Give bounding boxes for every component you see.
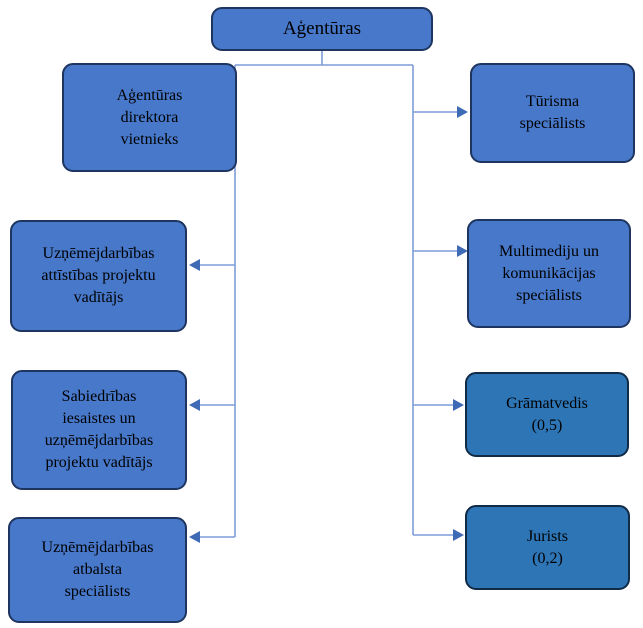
arrow-left-icon — [189, 259, 200, 271]
box-label: Uzņēmējdarbības attīstības projektu vadī… — [41, 245, 156, 306]
box-tourism-specialist: Tūrisma speciālists — [470, 63, 635, 163]
box-label: Jurists (0,2) — [527, 527, 568, 567]
box-label: Uzņēmējdarbības atbalsta speciālists — [41, 539, 154, 600]
box-multimedia-communications-specialist: Multimediju un komunikācijas speciālists — [467, 219, 631, 328]
box-label: Sabiedrības iesaistes un uzņēmējdarbības… — [44, 388, 154, 471]
box-label: Aģentūras direktora vietnieks — [116, 86, 183, 148]
box-lawyer: Jurists (0,2) — [465, 505, 630, 590]
box-label: Tūrisma speciālists — [519, 93, 586, 132]
box-business-support-specialist: Uzņēmējdarbības atbalsta speciālists — [8, 517, 187, 623]
arrow-left-icon — [189, 531, 200, 543]
box-label: Aģentūras — [282, 18, 362, 39]
arrow-right-icon — [457, 245, 468, 257]
arrow-right-icon — [453, 529, 464, 541]
box-director-deputy: Aģentūras direktora vietnieks — [62, 63, 237, 172]
box-label: Grāmatvedis (0,5) — [506, 394, 588, 434]
box-label: Multimediju un komunikācijas speciālists — [499, 242, 599, 304]
box-agency-root: Aģentūras — [211, 7, 433, 51]
arrow-left-icon — [189, 399, 200, 411]
box-community-involvement-pm: Sabiedrības iesaistes un uzņēmējdarbības… — [11, 370, 187, 490]
box-accountant: Grāmatvedis (0,5) — [465, 372, 629, 457]
arrow-right-icon — [457, 106, 468, 118]
arrow-right-icon — [453, 399, 464, 411]
box-business-development-pm: Uzņēmējdarbības attīstības projektu vadī… — [10, 220, 187, 332]
